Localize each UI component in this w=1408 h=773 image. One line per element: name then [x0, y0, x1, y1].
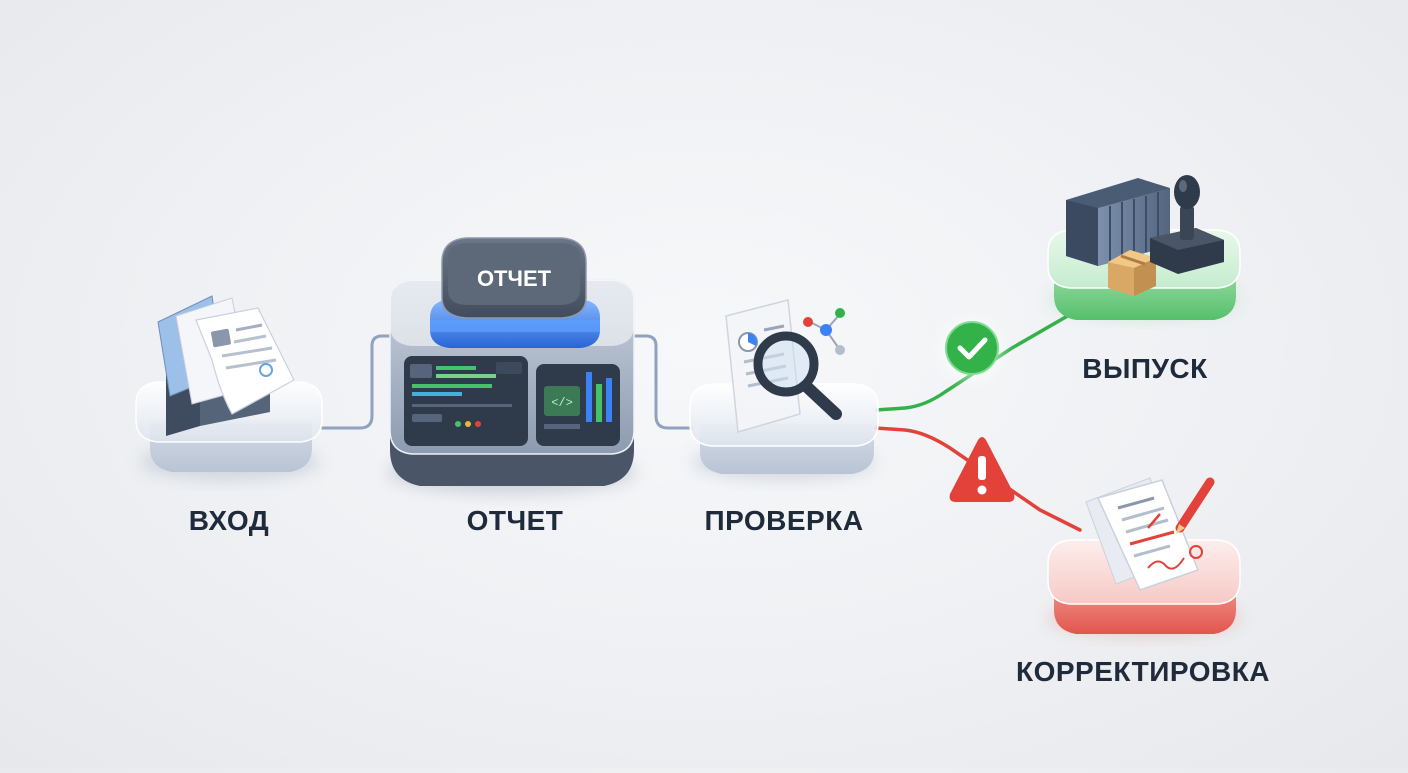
input-stage	[135, 295, 323, 480]
check-stage	[689, 299, 879, 480]
connectors	[320, 301, 1092, 532]
document-tray-icon	[157, 295, 295, 436]
svg-text:</>: </>	[551, 396, 573, 410]
connector-input-report	[320, 334, 396, 430]
release-stage	[1047, 175, 1241, 320]
correction-stage	[1047, 477, 1241, 636]
connector-report-check	[630, 334, 694, 430]
report-stage: </> ОТЧЕТ	[387, 237, 637, 494]
label-check: ПРОВЕРКА	[704, 505, 864, 536]
server-block-icon: </>	[404, 356, 620, 446]
document-edit-icon	[1085, 477, 1215, 591]
container-stamp-icon	[1066, 175, 1224, 296]
label-correction: КОРРЕКТИРОВКА	[1015, 656, 1271, 687]
label-report: ОТЧЕТ	[466, 505, 564, 536]
label-release: ВЫПУСК	[1082, 353, 1208, 384]
magnifier-document-icon	[725, 299, 845, 433]
report-cap-text: ОТЧЕТ	[477, 266, 552, 291]
check-circle-icon	[942, 320, 1002, 380]
connector-check-correction	[874, 426, 1082, 532]
connector-check-release	[874, 301, 1092, 412]
label-input: ВХОД	[188, 505, 270, 536]
warning-triangle-icon	[949, 437, 1015, 502]
